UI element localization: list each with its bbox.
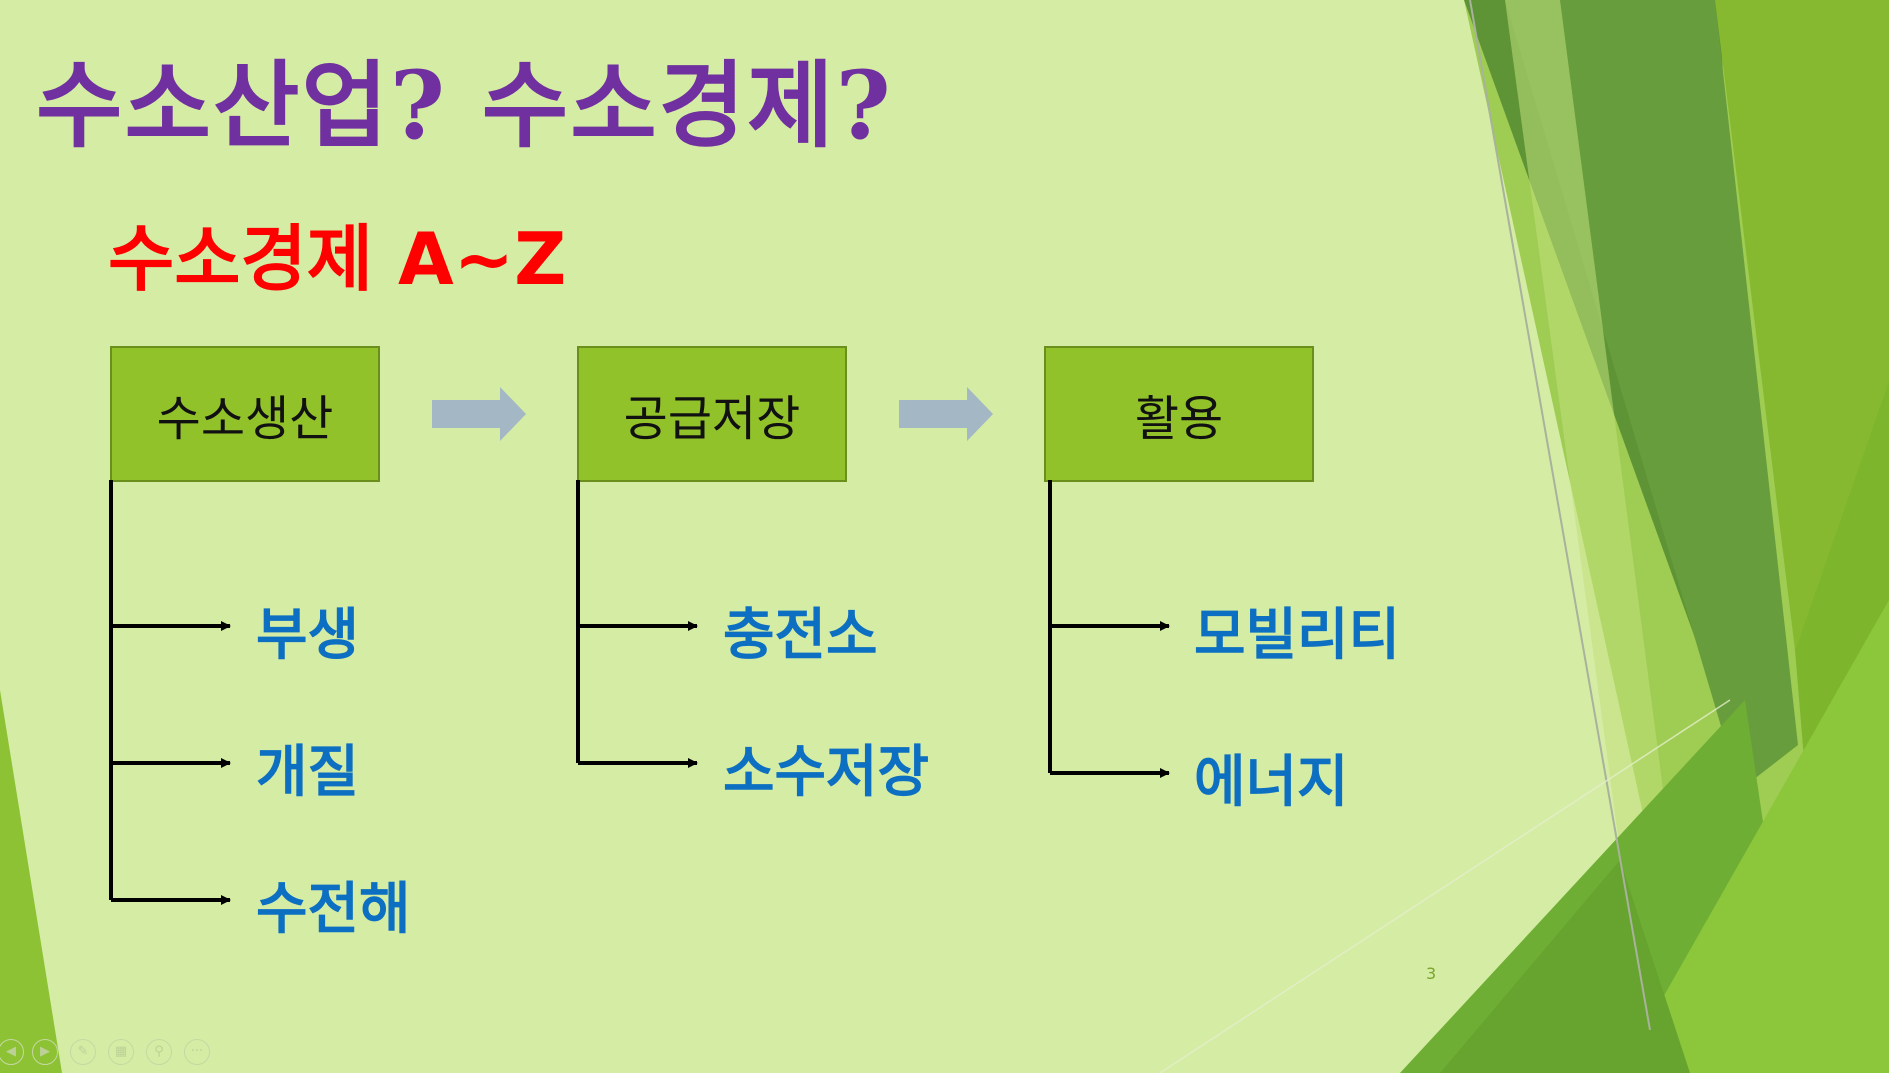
stage-box-production: 수소생산 xyxy=(110,346,380,482)
item-electrolysis: 수전해 xyxy=(256,877,411,942)
stage-box-supply-storage: 공급저장 xyxy=(577,346,847,482)
slide-subtitle: 수소경제 A~Z xyxy=(108,217,567,301)
slide-title: 수소산업? 수소경제? xyxy=(36,51,893,161)
magnifier-icon: ⚲ xyxy=(154,1044,164,1059)
pen-tool-button[interactable]: ✎ xyxy=(70,1039,96,1065)
flow-arrow-icon xyxy=(432,387,526,441)
stage-box-utilization: 활용 xyxy=(1044,346,1314,482)
stage-label: 활용 xyxy=(1134,391,1224,447)
zoom-button[interactable]: ⚲ xyxy=(146,1039,172,1065)
chevron-left-icon: ◀ xyxy=(6,1044,16,1059)
previous-slide-button[interactable]: ◀ xyxy=(0,1039,24,1065)
item-energy: 에너지 xyxy=(1194,750,1349,815)
chevron-right-icon: ▶ xyxy=(40,1044,50,1059)
item-storage: 소수저장 xyxy=(723,740,930,805)
stage-label: 공급저장 xyxy=(623,391,801,447)
more-options-button[interactable]: ··· xyxy=(184,1039,210,1065)
more-icon: ··· xyxy=(190,1044,204,1059)
item-reforming: 개질 xyxy=(256,740,360,805)
flow-arrow-icon xyxy=(899,387,993,441)
item-charging-station: 충전소 xyxy=(723,603,878,668)
item-byproduct: 부생 xyxy=(256,603,360,668)
stage-label: 수소생산 xyxy=(156,391,334,447)
slides-overview-button[interactable]: ▦ xyxy=(108,1039,134,1065)
pen-icon: ✎ xyxy=(77,1044,89,1059)
slide-page-number: 3 xyxy=(1426,964,1437,983)
next-slide-button[interactable]: ▶ xyxy=(32,1039,58,1065)
grid-icon: ▦ xyxy=(114,1044,128,1059)
item-mobility: 모빌리티 xyxy=(1194,603,1401,668)
